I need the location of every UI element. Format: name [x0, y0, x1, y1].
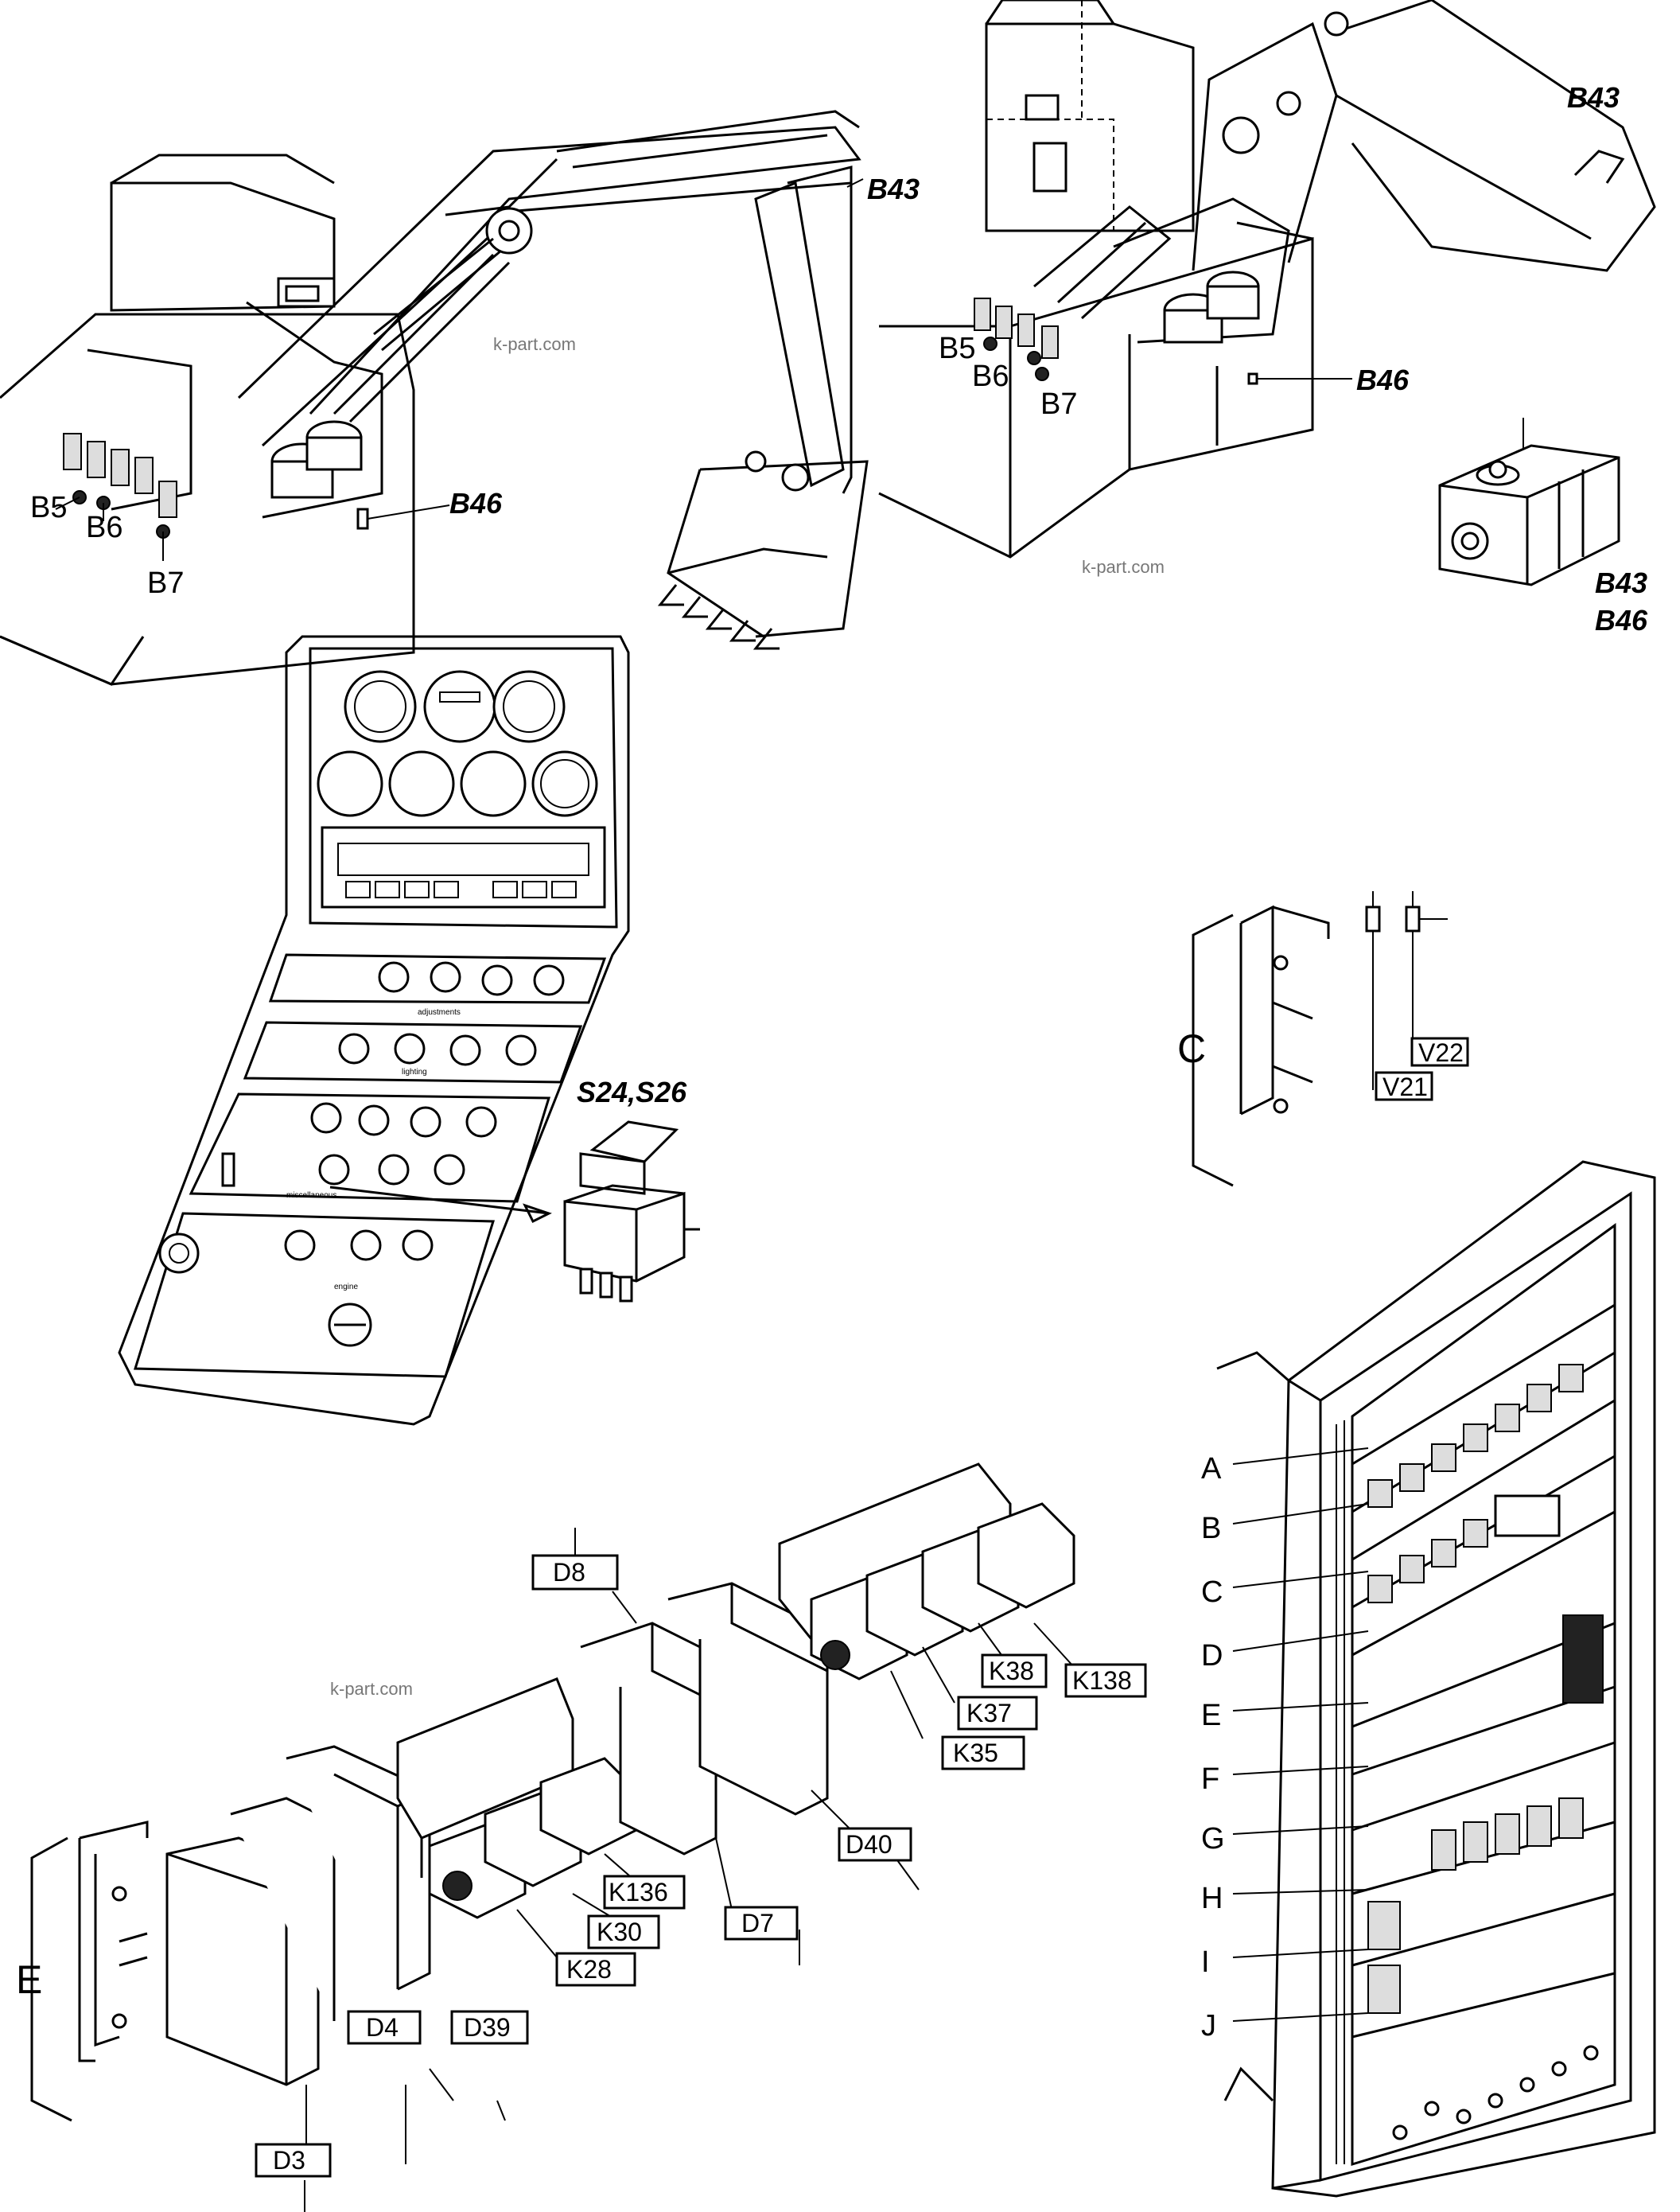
right-label-b5: B5	[939, 332, 975, 365]
cabinet-relay-blocks	[1367, 1364, 1604, 2140]
cabinet-row-a: A	[1201, 1452, 1222, 1486]
label-d39: D39	[464, 2013, 511, 2042]
label-k30: K30	[597, 1918, 642, 1946]
module-exploded-view: E	[16, 1462, 1147, 2212]
callout-box-k138	[1064, 1663, 1147, 1698]
rocker-switch-detail: S24,S26	[563, 1076, 700, 1303]
left-label-b46: B46	[449, 487, 503, 520]
panel-label-engine: engine	[334, 1283, 358, 1291]
label-d3: D3	[273, 2146, 305, 2175]
watermark-3: k-part.com	[330, 1679, 413, 1699]
diode-detail: C V22 V21	[1177, 891, 1469, 1187]
watermark-2: k-part.com	[1082, 557, 1165, 577]
relays-lower	[428, 1757, 638, 1919]
callout-box-d3	[255, 2143, 332, 2178]
display-module	[321, 826, 606, 909]
label-d4: D4	[366, 2013, 399, 2042]
cabinet-row-f: F	[1201, 1762, 1219, 1796]
left-cylinders	[270, 420, 363, 499]
dashboard-panel: adjustments lighting miscellaneous engin…	[118, 635, 630, 1426]
relays-upper	[810, 1502, 1075, 1680]
cabinet-row-c: C	[1201, 1575, 1223, 1609]
left-label-b43: B43	[867, 173, 920, 205]
callout-box-k35	[941, 1735, 1025, 1770]
label-k28: K28	[566, 1955, 612, 1984]
cabinet-row-h: H	[1201, 1882, 1223, 1915]
callout-box-d40	[838, 1827, 912, 1862]
panel-knobs	[158, 961, 565, 1347]
label-d8: D8	[553, 1558, 585, 1587]
detail-label-b43: B43	[1595, 567, 1647, 599]
left-sensor-cluster	[55, 178, 864, 561]
label-v22: V22	[1418, 1038, 1464, 1067]
left-label-b6: B6	[86, 511, 122, 544]
left-stick-and-bucket	[657, 166, 869, 650]
callout-box-d8	[531, 1554, 619, 1591]
gauge-cluster	[317, 670, 598, 817]
callout-box-v21	[1375, 1071, 1433, 1101]
right-excavator-view: B43 B46 B5 B6 B7 k-part.com	[878, 0, 1656, 577]
left-boom	[237, 110, 861, 447]
watermark-1: k-part.com	[493, 334, 576, 354]
left-machine-body	[0, 154, 415, 686]
callout-box-d7	[724, 1906, 799, 1941]
cabinet-leader-lines	[1232, 1447, 1369, 2022]
sensor-detail: B43 B46	[1438, 418, 1648, 637]
label-d40: D40	[846, 1830, 892, 1859]
right-label-b46: B46	[1356, 364, 1410, 396]
label-k37: K37	[966, 1699, 1012, 1727]
cabinet-row-d: D	[1201, 1639, 1223, 1673]
label-d7: D7	[741, 1909, 774, 1937]
left-label-b5: B5	[30, 491, 67, 524]
callout-box-k37	[957, 1696, 1038, 1731]
cabinet-row-b: B	[1201, 1512, 1221, 1545]
detail-label-b46: B46	[1595, 604, 1648, 637]
callout-box-v22	[1410, 1037, 1469, 1067]
callout-box-d39	[450, 2010, 529, 2045]
panel-label-lighting: lighting	[402, 1068, 427, 1077]
switch-label-s24-s26: S24,S26	[577, 1076, 687, 1108]
right-sensor-cluster	[974, 298, 1352, 385]
callout-box-k136	[603, 1875, 686, 1910]
right-cylinders	[1025, 94, 1260, 344]
callout-box-k30	[587, 1914, 660, 1949]
right-label-b6: B6	[972, 360, 1009, 393]
cabinet-row-j: J	[1201, 2009, 1216, 2043]
label-v21: V21	[1382, 1073, 1428, 1101]
panel-label-miscellaneous: miscellaneous	[286, 1191, 336, 1200]
diode-group-letter: C	[1177, 1026, 1206, 1071]
callout-box-d4	[347, 2010, 422, 2045]
right-label-b43: B43	[1567, 81, 1620, 114]
right-label-b7: B7	[1040, 387, 1077, 421]
left-label-b7: B7	[147, 567, 184, 600]
module-group-letter: E	[16, 1957, 42, 2002]
right-boom	[1033, 0, 1656, 320]
callout-box-k28	[555, 1952, 636, 1987]
label-k38: K38	[989, 1657, 1034, 1685]
electrical-cabinet: A B C D E F G H I J	[1201, 1160, 1656, 2198]
cabinet-row-i: I	[1201, 1945, 1210, 1979]
label-k138: K138	[1072, 1666, 1132, 1695]
label-k35: K35	[953, 1739, 998, 1767]
cabinet-row-e: E	[1201, 1699, 1221, 1732]
panel-label-adjustments: adjustments	[418, 1008, 461, 1017]
label-k136: K136	[609, 1878, 668, 1906]
callout-box-k38	[981, 1653, 1048, 1688]
left-excavator-view: B43 B46 B5 B6 B7 k-part.com	[0, 110, 920, 686]
module-leader-lines	[304, 1528, 1075, 2212]
cabinet-row-g: G	[1201, 1822, 1225, 1856]
